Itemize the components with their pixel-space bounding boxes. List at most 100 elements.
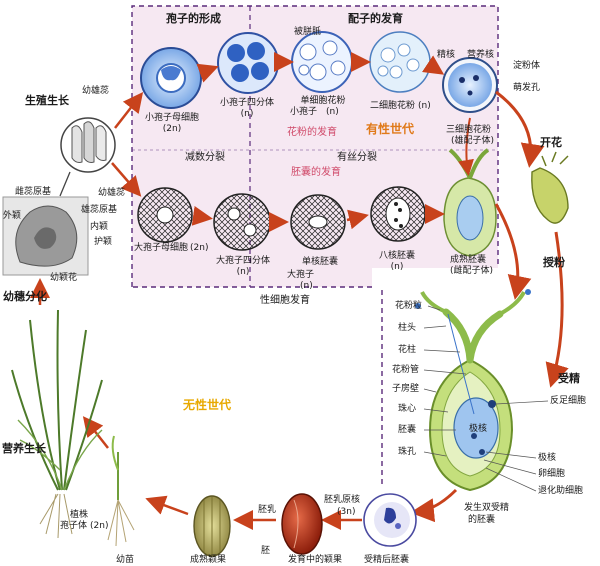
label-sexual-generation: 有性世代 — [366, 122, 415, 136]
label-mature-embryo-sac: 成熟胚囊 — [450, 255, 487, 265]
label-uninucleate-embryo-sac: 单核胚囊 — [302, 257, 339, 267]
sexual-generation-region — [132, 6, 498, 556]
label-sexual-cell-development: 性细胞发育 — [260, 295, 310, 306]
label-binucleate-ploidy: (n) — [418, 101, 431, 111]
young-glume-flower-micrograph — [2, 196, 89, 276]
octonucleate-embryo-sac — [370, 186, 426, 242]
label-female-gametophyte: (雌配子体) — [450, 266, 494, 276]
label-uninucleate-pollen: 单细胞花粉 — [300, 96, 346, 106]
megaspore-tetrad — [213, 193, 271, 251]
label-endosperm-nucleus: 胚乳原核 — [324, 495, 361, 505]
arrow-to-microspore-tetrad — [196, 63, 219, 83]
label-vegetative-nucleus: 营养核 — [467, 50, 495, 60]
label-sporophyte: 孢子体 — [60, 521, 88, 531]
label-stigma: 柱头 — [398, 323, 417, 333]
label-young-stamen-mid: 幼雄蕊 — [98, 188, 126, 198]
arrow-flowering-to-pistil — [545, 231, 569, 388]
arrow-to-octonucleate-embryo-sac — [346, 209, 369, 230]
stage-flowering: 开花 — [540, 136, 562, 149]
label-sporophyte-ploidy: (2n) — [90, 521, 109, 531]
label-germination-pore: 萌发孔 — [513, 83, 541, 93]
label-style: 花柱 — [398, 345, 417, 355]
label-integument: 珠孔 — [398, 447, 417, 457]
label-trinucleate-pollen: 三细胞花粉 — [446, 125, 492, 135]
label-outer-glume: 外颖 — [3, 211, 22, 221]
arrow-embryo-sac-to-pistil — [494, 203, 532, 300]
label-polar-nuclei: 极核 — [469, 424, 488, 434]
label-microspore-tetrad-ploidy: (n) — [240, 109, 254, 119]
stage-vegetative-growth: 营养生长 — [2, 442, 46, 455]
fertilized-embryo-sac — [363, 493, 417, 547]
sexual-generation-boundary — [131, 5, 499, 486]
label-megaspore-tetrad-ploidy: (n) — [236, 267, 250, 277]
label-double-fertilization-2: 的胚囊 — [468, 515, 496, 525]
arrow-pistil-to-fertilized-sac — [410, 488, 458, 523]
label-microspore-mother-ploidy: (2n) — [162, 124, 182, 134]
uninucleate-embryo-sac — [290, 194, 346, 250]
stage-young-panicle-differentiation: 幼穗分化 — [3, 290, 47, 303]
label-pistil-primordium: 雌蕊原基 — [15, 187, 52, 197]
label-ovary-wall: 子房壁 — [392, 384, 420, 394]
label-double-fertilization-1: 发生双受精 — [464, 503, 510, 513]
microspore-tetrad — [217, 32, 279, 94]
label-pollen-tube: 花粉管 — [392, 365, 420, 375]
label-fertilized-embryo-sac: 受精后胚囊 — [364, 555, 410, 565]
label-microspore-mother-cell: 小孢子母细胞 — [144, 113, 199, 123]
label-asexual-generation: 无性世代 — [183, 398, 232, 412]
label-meiosis: 减数分裂 — [185, 152, 225, 163]
arrow-to-megaspore-tetrad — [191, 205, 213, 226]
label-endosperm-ploidy: (3n) — [337, 507, 356, 517]
pistil-leader-lines — [423, 305, 549, 492]
label-degenerated-synergid: 退化助细胞 — [538, 486, 584, 496]
young-stamen-closeup — [60, 117, 116, 173]
label-embryo-sac: 胚囊 — [398, 425, 417, 435]
seedling — [107, 435, 135, 547]
label-octonucleate-embryo-sac: 八核胚囊 — [378, 251, 415, 261]
label-antipodal-cells: 反足细胞 — [550, 396, 587, 406]
section-gametophyte-development: 配子的发育 — [348, 12, 403, 25]
label-megaspore-ploidy: (n) — [300, 281, 313, 291]
trinucleate-pollen — [442, 57, 498, 113]
label-megaspore-tetrad: 大孢子四分体 — [215, 256, 270, 266]
label-stamen-primordium: 雄蕊原基 — [81, 205, 118, 215]
arrow-stamen-to-microspore — [114, 92, 144, 129]
label-starch-grain: 淀粉体 — [513, 61, 541, 71]
label-male-gametophyte: (雄配子体) — [451, 136, 495, 146]
label-seedling: 幼苗 — [116, 555, 135, 565]
label-microspore-ploidy: (n) — [326, 107, 339, 117]
label-binucleate-pollen: 二细胞花粉 — [370, 101, 416, 111]
label-microspore-tetrad: 小孢子四分体 — [219, 98, 274, 108]
label-sperm-nucleus: 精核 — [437, 50, 456, 60]
section-pollen-development: 花粉的发育 — [287, 127, 337, 138]
label-inner-glume: 内颖 — [90, 222, 109, 232]
label-megaspore-mother-cell: 大孢子母细胞 — [134, 243, 189, 253]
label-plant: 植株 — [70, 510, 89, 520]
label-developing-grain: 发育中的颖果 — [288, 555, 343, 565]
arrow-to-trinucleate-pollen — [421, 55, 445, 75]
stage-reproductive-growth: 生殖生长 — [25, 94, 69, 107]
pistil — [415, 289, 531, 492]
label-pollen-grain: 花粉粒 — [395, 301, 423, 311]
label-endosperm: 胚乳 — [258, 505, 277, 515]
label-young-glume-flower: 幼颖花 — [50, 273, 78, 283]
label-embryo: 胚 — [261, 546, 271, 556]
label-nucellus: 珠心 — [398, 404, 417, 414]
stage-pollination: 授粉 — [543, 256, 565, 269]
label-mature-grain: 成熟颖果 — [190, 555, 227, 565]
label-young-stamen-top: 幼雄蕊 — [82, 86, 110, 96]
uninucleate-pollen — [291, 31, 353, 93]
label-dissolved-wall: 被胼胝 — [294, 27, 322, 37]
label-lodicule: 护颖 — [94, 237, 113, 247]
label-octonucleate-ploidy: (n) — [390, 262, 404, 272]
label-megaspore-mother-ploidy: (2n) — [190, 243, 209, 253]
label-mitosis: 有丝分裂 — [337, 152, 377, 163]
arrow-stamen-to-megaspore — [111, 162, 142, 197]
arrow-to-stamen-closeup — [59, 171, 71, 197]
rice-plant — [11, 309, 103, 539]
label-megaspore: 大孢子 — [287, 270, 315, 280]
arrow-pollen-to-embryo-sac — [458, 117, 474, 176]
label-egg-cell: 卵细胞 — [538, 469, 566, 479]
section-spore-formation: 孢子的形成 — [166, 12, 221, 25]
binucleate-pollen — [369, 31, 431, 93]
